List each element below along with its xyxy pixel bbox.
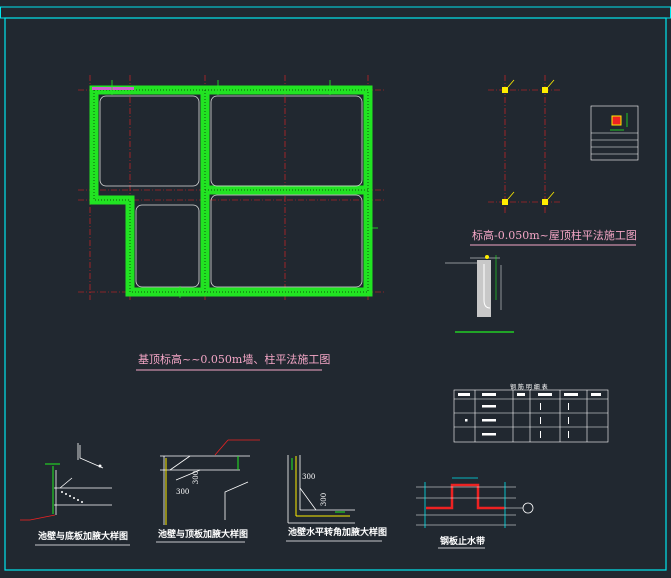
rebar-table [453, 389, 609, 443]
frame-inner [4, 17, 667, 571]
column-plan [470, 75, 639, 246]
detail-1-title: 池壁与底板加腋大样图 [38, 532, 129, 542]
frame-outer [0, 6, 671, 19]
detail-steel-waterstop [416, 477, 534, 549]
detail-wall-bottom-haunch [20, 443, 130, 546]
main-plan-title: 基顶标高~~0.050m墙、柱平法施工图 [138, 353, 331, 366]
main-plan [78, 75, 385, 300]
detail-wall-top-haunch [156, 439, 260, 543]
column-plan-title: 标高-0.050m~屋顶柱平法施工图 [472, 229, 637, 242]
detail-3-title: 池壁水平转角加腋大样图 [288, 528, 388, 538]
dim-300-b: 300 [176, 488, 190, 496]
detail-wall-corner-haunch [286, 455, 382, 542]
dim-300-d: 300 [320, 492, 329, 507]
rebar-table-title: 钢 筋 明 细 表 [510, 384, 548, 391]
detail-4-title: 钢板止水带 [440, 537, 486, 547]
column-section-detail [445, 255, 514, 333]
dim-300-c: 300 [302, 473, 316, 481]
dim-300-a: 300 [192, 470, 201, 485]
detail-2-title: 池壁与顶板加腋大样图 [158, 530, 249, 540]
